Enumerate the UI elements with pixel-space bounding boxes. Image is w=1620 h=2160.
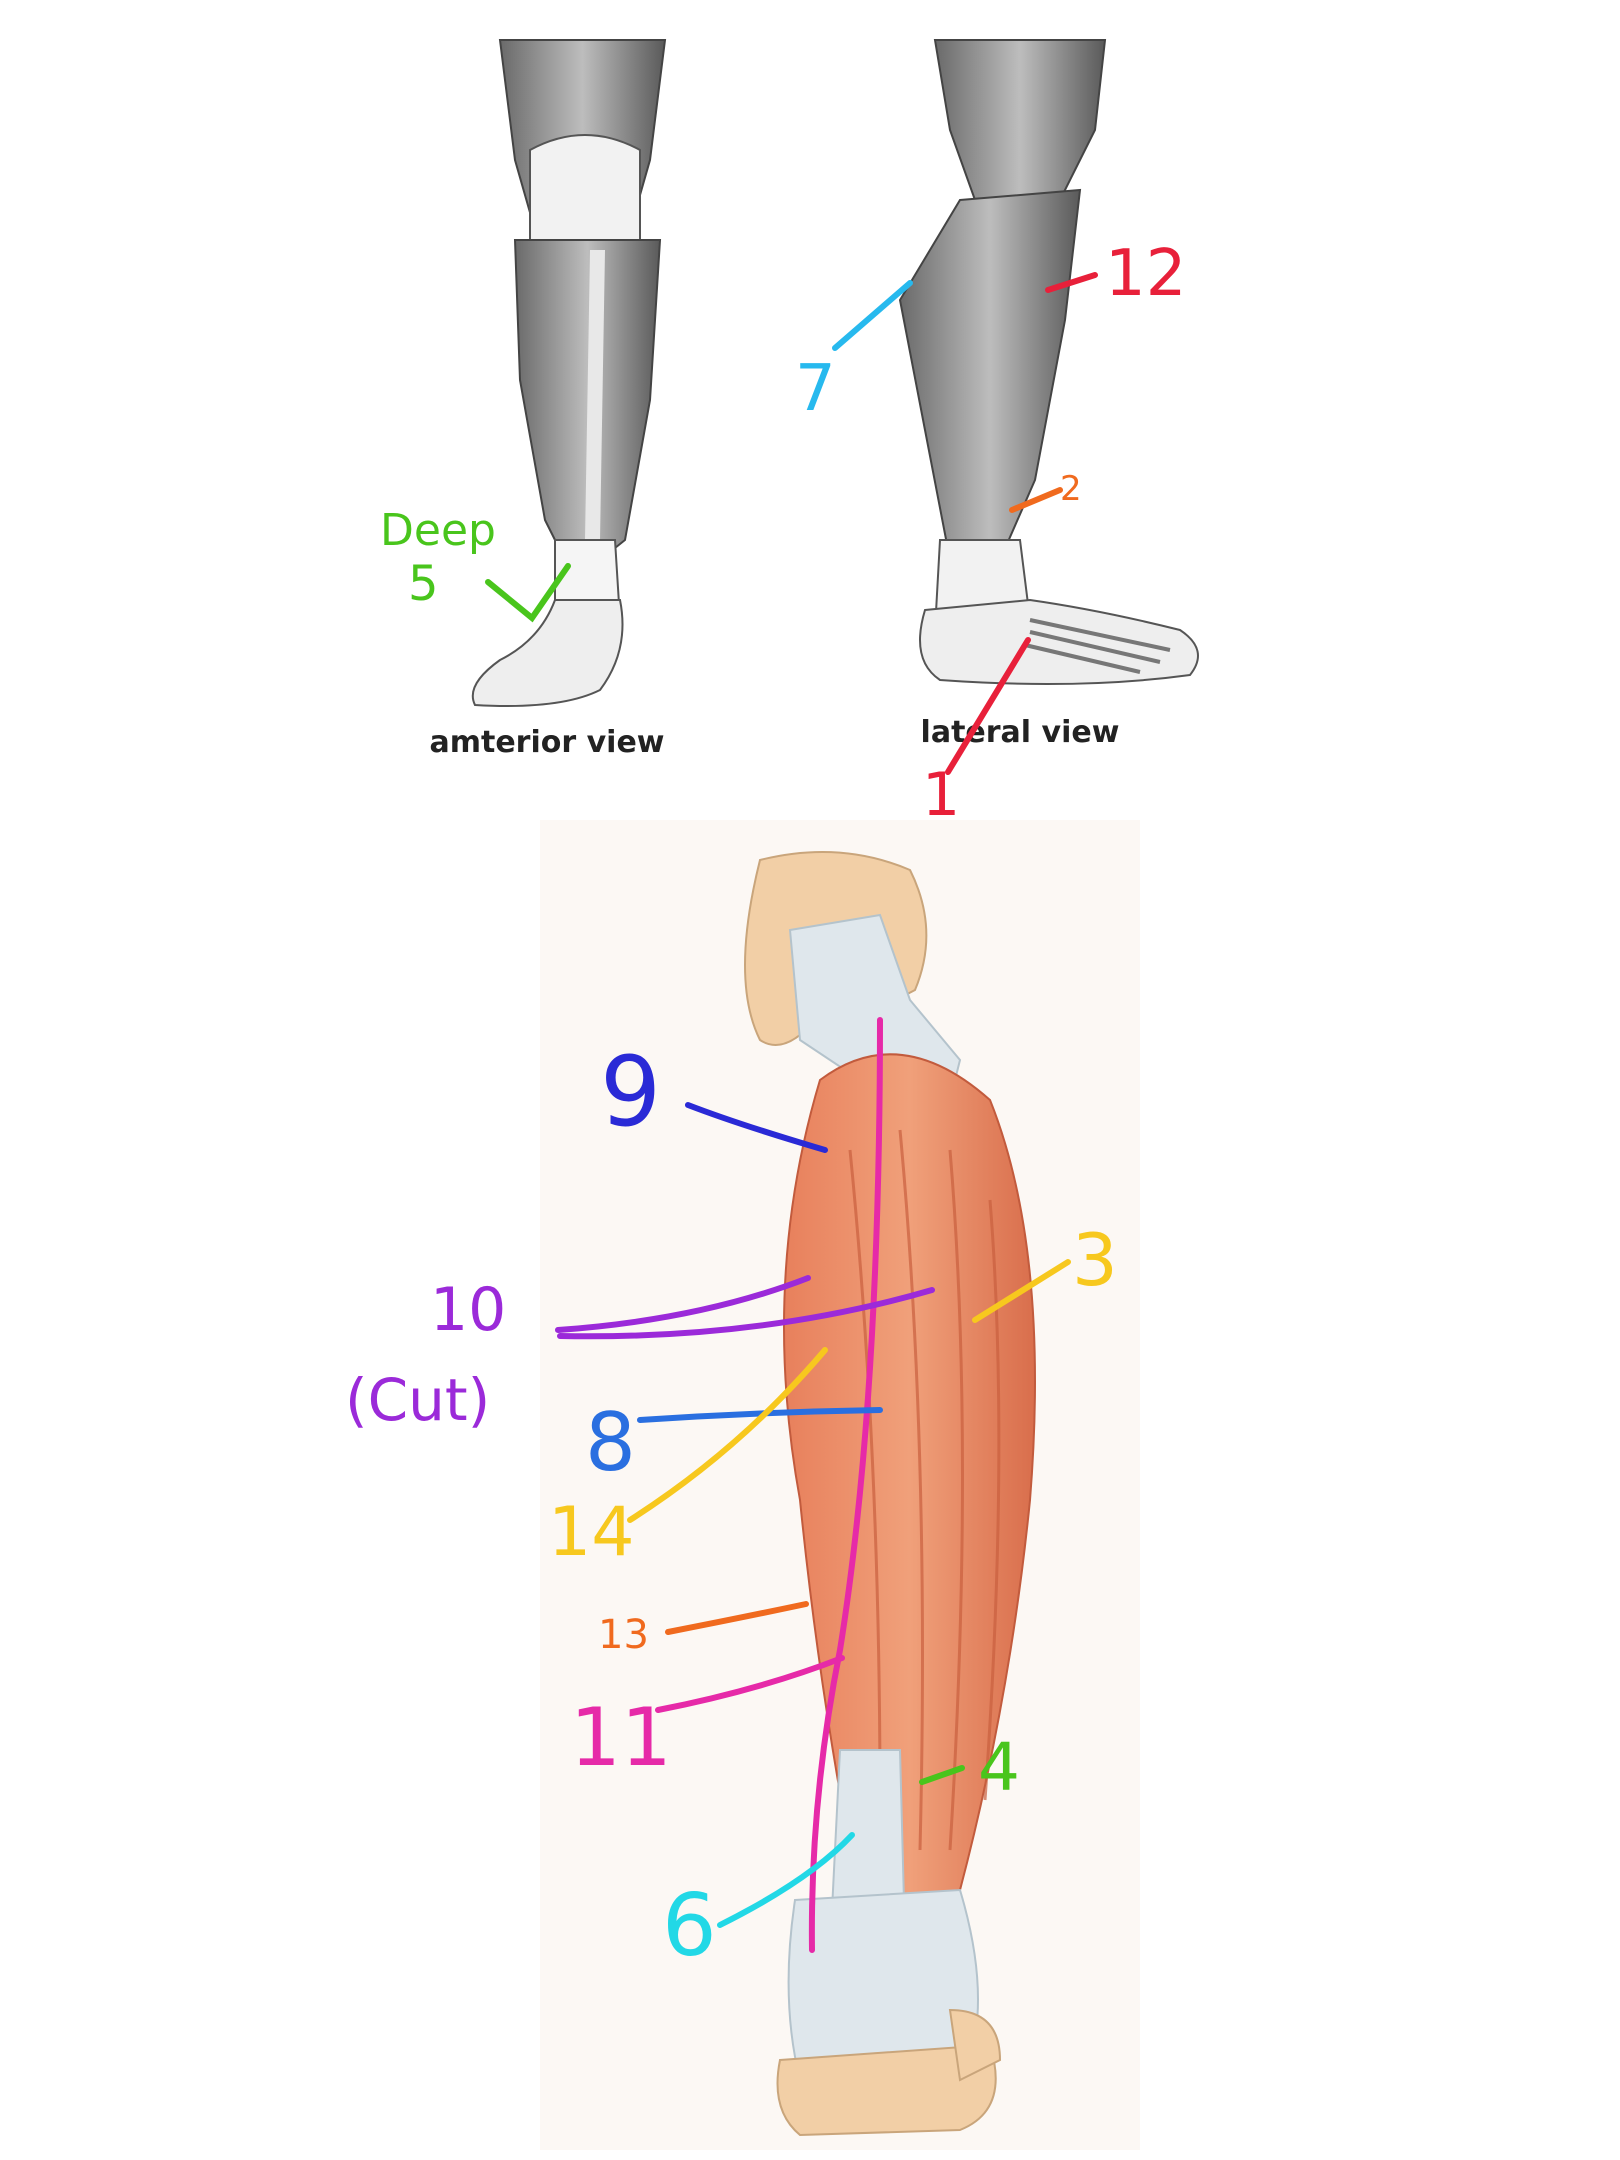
label-3: 3 [1072,1218,1118,1302]
heel-side [948,2008,1002,2082]
lateral-thigh [933,39,1107,201]
muscle-striations [848,1129,1001,1851]
lateral-foot [919,598,1199,685]
label-2: 2 [1060,469,1082,509]
label-9: 9 [600,1036,661,1148]
leader-line-11-vertical [808,1017,883,1953]
posterior-leg-illustration [540,820,1140,2150]
label-14: 14 [548,1493,635,1572]
lateral-view-illustration: lateral view [898,39,1199,750]
lateral-calf [898,188,1082,561]
leader-line-9 [685,1102,828,1153]
lateral-view-caption: lateral view [921,715,1120,750]
label-10: 10 [430,1275,506,1345]
leader-line-13 [665,1601,809,1635]
calf-muscles [783,1053,1036,1902]
label-5: 5 [408,556,439,612]
label-deep: Deep [380,505,496,556]
label-4: 4 [978,1729,1020,1806]
leader-line-1 [945,637,1031,775]
label-12: 12 [1105,237,1186,311]
lateral-foot-tendons [1024,618,1171,674]
leader-line-14 [627,1347,828,1523]
label-6: 6 [662,1876,717,1976]
anterior-foot [471,599,624,707]
leader-line-11 [655,1655,845,1713]
leader-line-12 [1045,272,1098,293]
label-13: 13 [598,1612,649,1658]
leader-line-4 [919,1765,965,1785]
label-cut: (Cut) [345,1366,490,1434]
label-1: 1 [922,760,960,830]
label-7: 7 [795,352,836,426]
leader-line-10-b [557,1287,935,1340]
leader-line-2 [1009,487,1063,513]
leader-line-5 [485,563,571,623]
leader-line-10-a [555,1275,811,1333]
annotation-lines [485,272,1098,1953]
label-11: 11 [570,1691,672,1784]
anterior-view-caption: amterior view [429,725,664,760]
label-8: 8 [585,1396,636,1489]
anterior-view-illustration: amterior view [429,39,667,760]
leader-line-3 [972,1259,1071,1323]
heel [776,2043,997,2137]
anterior-tibia-band [585,250,605,540]
leader-line-8 [637,1407,883,1423]
leader-line-6 [717,1832,855,1928]
leader-line-7 [832,280,913,351]
